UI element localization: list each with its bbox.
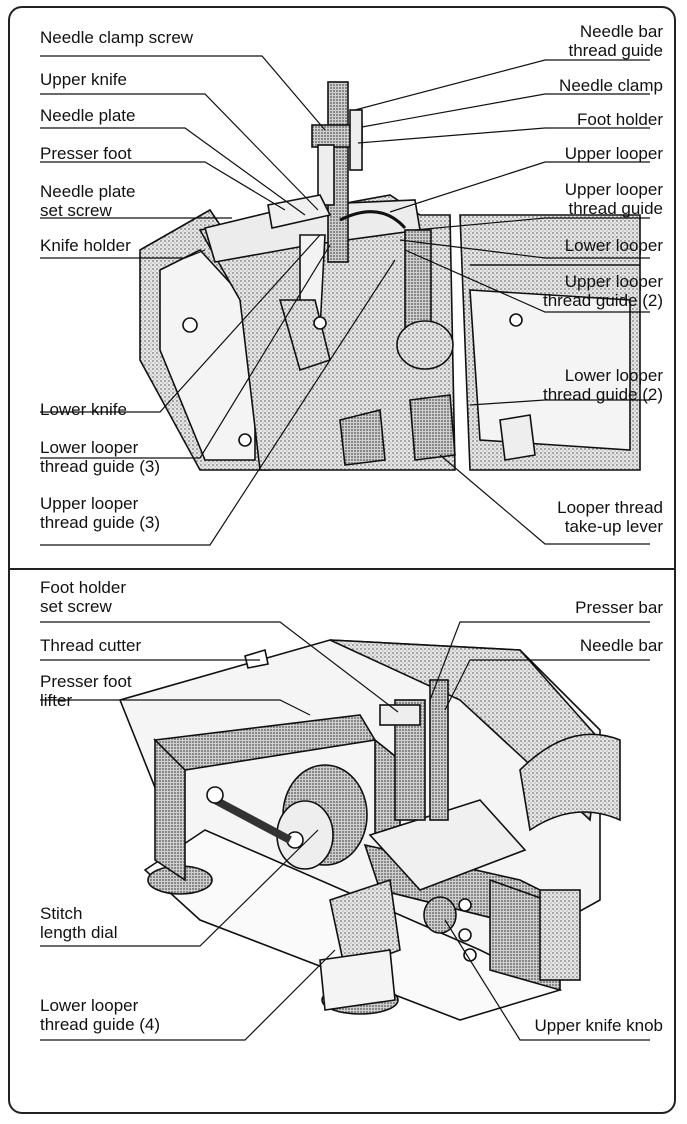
label-foot-holder-set-screw: Foot holder set screw [40, 578, 126, 616]
label-upper-knife-knob: Upper knife knob [534, 1016, 663, 1035]
label-lower-knife: Lower knife [40, 400, 127, 419]
label-foot-holder: Foot holder [577, 110, 663, 129]
label-needle-clamp-screw: Needle clamp screw [40, 28, 194, 47]
bottom-leader-lines [40, 621, 650, 1041]
label-upper-looper: Upper looper [564, 144, 663, 163]
label-lower-looper-thread-guide-4: Lower looper thread guide (4) [40, 996, 161, 1034]
label-knife-holder: Knife holder [40, 236, 131, 255]
label-upper-knife: Upper knife [40, 70, 127, 89]
label-looper-thread-take-up-lever: Looper thread take-up lever [557, 498, 663, 536]
label-needle-plate: Needle plate [40, 106, 136, 125]
label-upper-looper-thread-guide-3: Upper looper thread guide (3) [40, 494, 161, 532]
label-lower-looper-thread-guide-3: Lower looper thread guide (3) [40, 438, 161, 476]
label-upper-looper-thread-guide-2: Upper looper thread guide (2) [542, 272, 663, 310]
bottom-overlock-illustration [118, 639, 621, 1021]
label-needle-bar: Needle bar [579, 636, 663, 655]
label-lower-looper: Lower looper [564, 236, 663, 255]
label-presser-foot: Presser foot [40, 144, 132, 163]
label-presser-foot-lifter: Presser foot lifter [40, 672, 132, 710]
panel-divider [8, 568, 676, 570]
label-presser-bar: Presser bar [575, 598, 663, 617]
label-lower-looper-thread-guide-2: Lower looper thread guide (2) [542, 366, 663, 404]
label-needle-clamp: Needle clamp [559, 76, 663, 95]
label-stitch-length-dial: Stitch length dial [40, 904, 118, 942]
top-leader-lines [40, 55, 650, 546]
label-thread-cutter: Thread cutter [40, 636, 142, 655]
label-needle-plate-set-screw: Needle plate set screw [40, 182, 136, 220]
label-needle-bar-thread-guide: Needle bar thread guide [568, 22, 663, 60]
top-overlock-illustration [139, 81, 641, 471]
label-upper-looper-thread-guide: Upper looper thread guide [564, 180, 663, 218]
